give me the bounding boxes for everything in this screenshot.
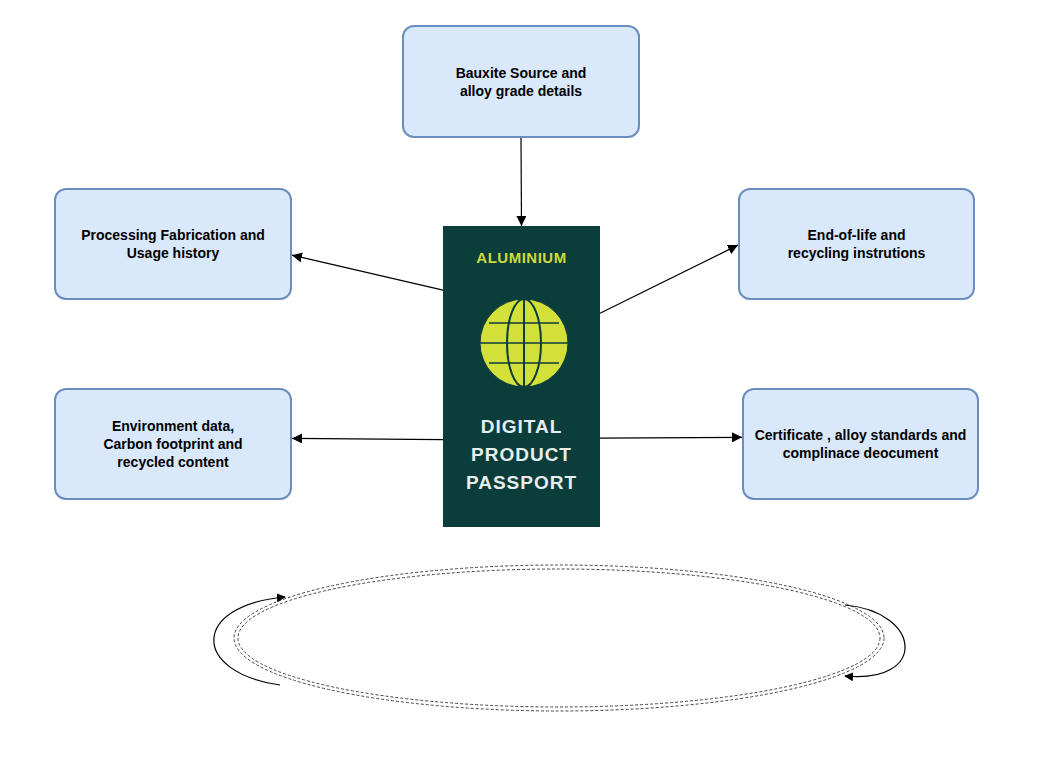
loop-ellipse <box>238 569 880 707</box>
passport-node: ALUMINIUM DIGITAL PRODUCT PASSPORT <box>443 226 600 527</box>
globe-axis <box>523 299 525 387</box>
process-box: End-of-life and recycling instrutions <box>738 188 975 300</box>
connector-arrow <box>292 255 443 290</box>
connector-arrow <box>292 438 443 439</box>
lifecycle-loop <box>214 565 905 711</box>
box-label: End-of-life and recycling instrutions <box>779 226 934 262</box>
globe-circle <box>480 299 568 387</box>
passport-label: DIGITAL PRODUCT PASSPORT <box>462 413 582 497</box>
globe-icon <box>480 299 568 387</box>
box-label: Processing Fabrication and Usage history <box>73 226 273 262</box>
process-box: Bauxite Source and alloy grade details <box>402 25 640 138</box>
box-label: Bauxite Source and alloy grade details <box>446 64 596 100</box>
connector-arrow <box>600 245 738 313</box>
passport-title: ALUMINIUM <box>447 248 597 268</box>
globe-meridian <box>507 299 541 387</box>
globe-parallel <box>489 362 559 364</box>
globe-equator <box>480 342 568 344</box>
loop-ellipse <box>234 565 884 711</box>
process-box: Processing Fabrication and Usage history <box>54 188 292 300</box>
globe-parallel <box>489 322 559 324</box>
box-label: Certificate , alloy standards and compli… <box>748 426 973 462</box>
process-box: Environment data, Carbon footprint and r… <box>54 388 292 500</box>
loop-arrow <box>845 605 905 677</box>
connector-arrow <box>600 437 742 439</box>
loop-arrow <box>214 597 285 685</box>
box-label: Environment data, Carbon footprint and r… <box>88 417 258 471</box>
connector-arrow <box>520 138 522 226</box>
process-box: Certificate , alloy standards and compli… <box>742 388 979 500</box>
